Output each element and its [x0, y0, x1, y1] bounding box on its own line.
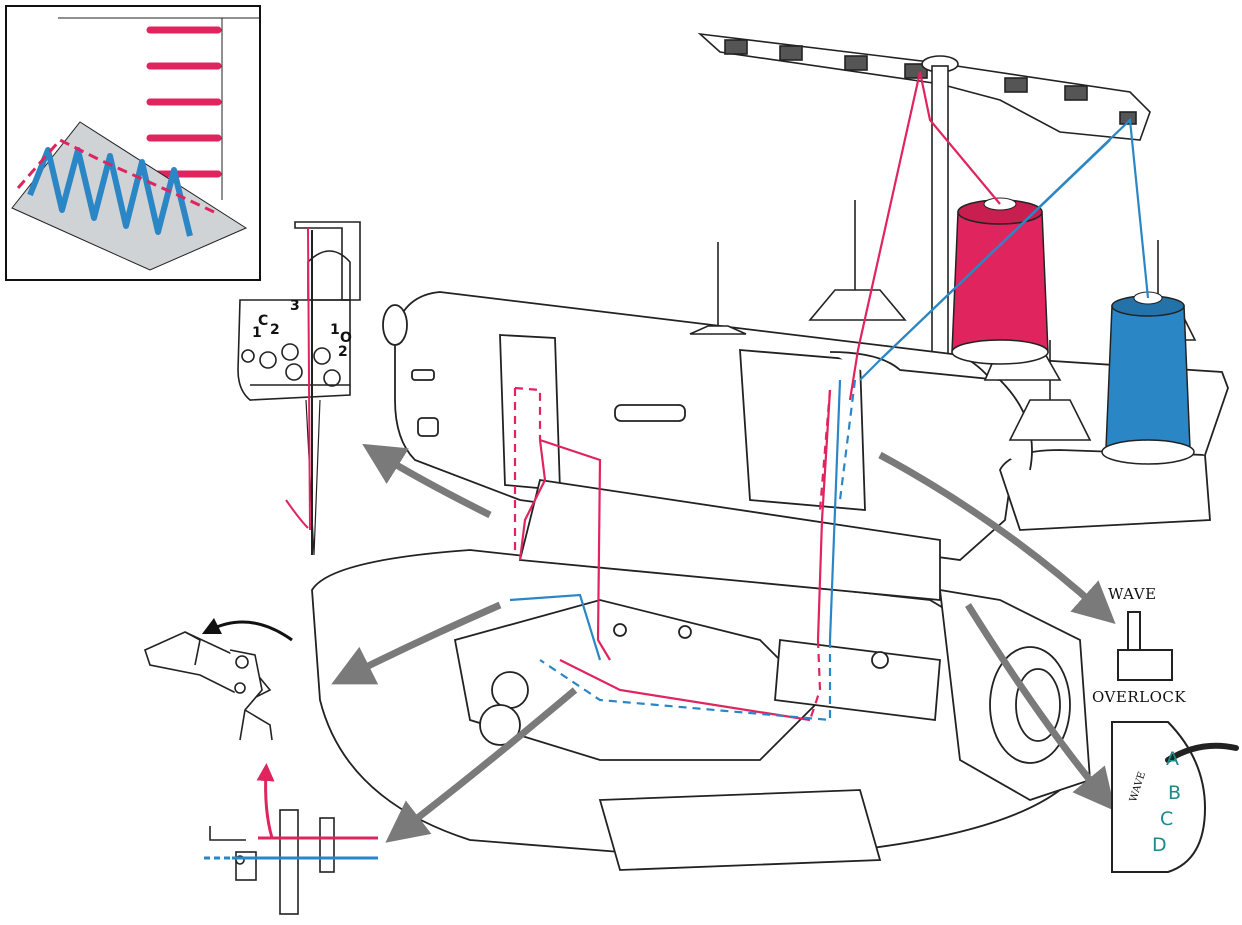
- needle-plate-detail: [237, 221, 361, 556]
- plate-mark-1b: 1: [330, 322, 340, 338]
- looper-detail: [144, 631, 273, 741]
- pink-thread-dashed: [513, 386, 832, 721]
- switch-label-overlock: OVERLOCK: [1092, 688, 1187, 706]
- blue-thread-dashed: [539, 379, 857, 722]
- guide-up-arrow: [256, 763, 275, 839]
- serger-machine-body: [311, 291, 1229, 871]
- dial-letter-b: B: [1168, 782, 1182, 804]
- plate-mark-c: C: [258, 313, 269, 329]
- pink-thread-path: [518, 71, 1001, 722]
- plate-mark-2b: 2: [338, 344, 348, 360]
- arrow-to-thread-guide-detail: [385, 687, 578, 843]
- pink-thread-cone: [951, 197, 1049, 365]
- callout-arrows: [331, 443, 1116, 843]
- blue-thread-cone: [1101, 291, 1195, 465]
- plate-mark-1: 1: [252, 325, 262, 341]
- thread-guide-detail: [209, 809, 335, 915]
- pink-stitch-bars: [146, 26, 222, 178]
- wave-overlock-switch: [1117, 611, 1173, 681]
- dial-letter-c: C: [1160, 808, 1174, 830]
- stitch-inset: [5, 5, 261, 281]
- dial-letter-a: A: [1166, 748, 1179, 770]
- plate-mark-2: 2: [270, 322, 280, 338]
- stitch-selector-dial: [1111, 721, 1239, 873]
- thread-stand: [697, 32, 1151, 357]
- switch-label-wave: WAVE: [1108, 585, 1157, 603]
- arrow-to-switch: [878, 451, 1116, 625]
- dial-letter-d: D: [1152, 834, 1167, 856]
- plate-mark-o: O: [340, 330, 352, 346]
- looper-rotate-arrow: [201, 617, 293, 642]
- blue-thread-path: [509, 117, 1150, 661]
- arrow-to-needle-detail: [362, 443, 492, 519]
- plate-mark-3: 3: [290, 298, 300, 314]
- arrow-to-looper-detail: [331, 601, 502, 685]
- arrow-to-dial: [965, 603, 1116, 812]
